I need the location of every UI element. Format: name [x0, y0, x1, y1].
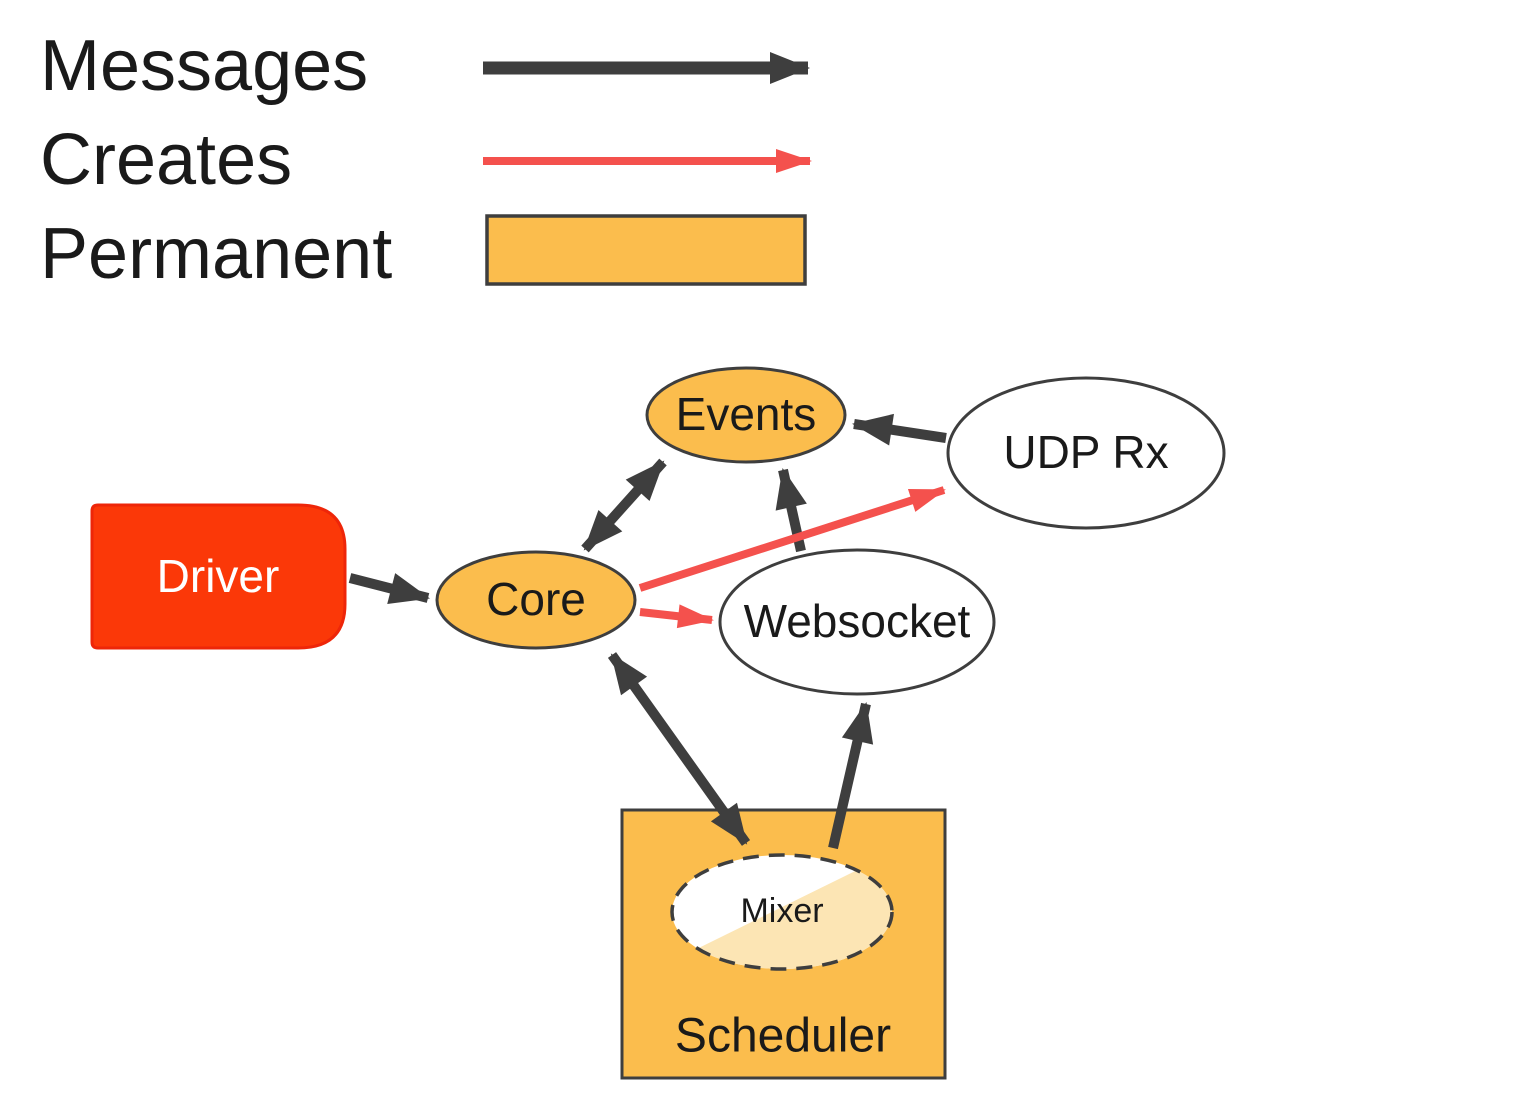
core-label: Core: [486, 573, 586, 625]
edge-core-websocket-creates: [639, 604, 714, 629]
edge-core-events: [581, 458, 667, 553]
websocket-label: Websocket: [744, 595, 971, 647]
legend-messages-label: Messages: [40, 26, 368, 106]
scheduler-label: Scheduler: [675, 1010, 891, 1063]
mixer-label: Mixer: [740, 892, 823, 930]
mixer-ellipse-outline: [670, 853, 894, 971]
node-udp-rx: UDP Rx: [946, 376, 1226, 530]
legend: Messages Creates Permanent: [40, 26, 812, 294]
edge-core-scheduler: [607, 652, 751, 846]
edge-core-udprx-creates: [638, 486, 946, 592]
driver-box: [90, 503, 347, 650]
nodes: Mixer Scheduler Events UDP Rx Driver: [90, 366, 1226, 1080]
edges: [348, 413, 947, 850]
node-core: Core: [435, 550, 637, 650]
driver-label: Driver: [157, 550, 280, 602]
legend-permanent-label: Permanent: [40, 214, 392, 294]
node-driver: Driver: [90, 503, 347, 650]
legend-creates-label: Creates: [40, 120, 292, 200]
legend-permanent-swatch: [485, 214, 807, 286]
edge-driver-core: [348, 573, 430, 605]
node-mixer: Mixer: [670, 853, 894, 971]
core-ellipse: [435, 550, 637, 650]
node-websocket: Websocket: [718, 548, 996, 696]
udp-rx-ellipse: [946, 376, 1226, 530]
websocket-ellipse: [718, 548, 996, 696]
events-ellipse: [645, 366, 847, 464]
edge-udprx-events: [852, 413, 947, 446]
edge-scheduler-websocket: [828, 702, 874, 850]
udp-rx-label: UDP Rx: [1003, 426, 1168, 478]
events-label: Events: [676, 388, 817, 440]
node-scheduler: Mixer Scheduler: [620, 808, 947, 1080]
node-events: Events: [645, 366, 847, 464]
